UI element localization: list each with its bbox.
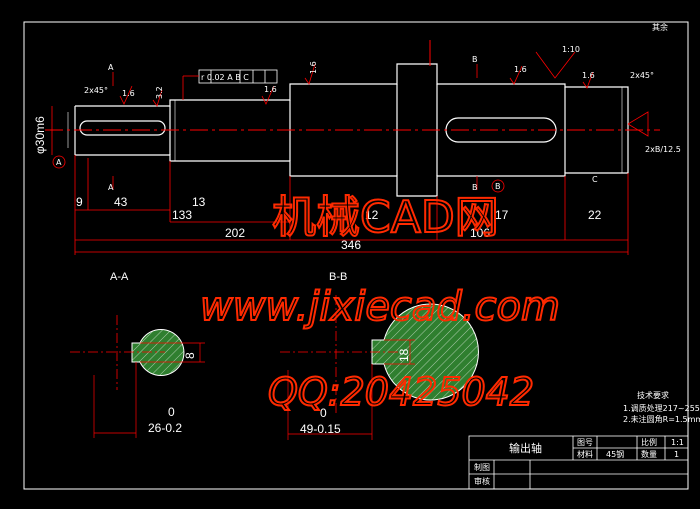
section-aa: [70, 315, 205, 438]
datum-b-label: B: [495, 182, 501, 191]
scale-value: 1:1: [671, 438, 684, 447]
datum-c-label: C: [592, 175, 598, 184]
top-right-note: 其余: [652, 22, 668, 32]
dim-346: 346: [341, 238, 361, 252]
dim-8: 8: [183, 352, 197, 359]
material-label: 材料: [577, 449, 593, 459]
tech-line-2: 2.未注圆角R=1.5mm: [623, 414, 700, 424]
dim-202: 202: [225, 226, 245, 240]
watermark-line-3: QQ:20425042: [268, 370, 534, 414]
chamfer-left-label: 2x45°: [84, 86, 108, 95]
dim-26: 26-0.2: [148, 421, 182, 435]
slope-label: 1:10: [562, 45, 580, 54]
roughness-label-4: 1.6: [514, 65, 527, 74]
drawing-no-label: 图号: [577, 438, 593, 447]
tech-title: 技术要求: [637, 390, 669, 400]
dim-13: 13: [192, 195, 206, 209]
section-mark-b-top: B: [472, 55, 478, 64]
diameter-label: φ30m6: [33, 116, 47, 154]
section-bb: [280, 295, 479, 440]
dim-49-top: 0: [320, 406, 327, 420]
part-name: 输出轴: [509, 441, 542, 455]
tolerance-frame: r 0.02 A B C: [182, 69, 278, 100]
roughness-symbols: [119, 51, 649, 137]
section-mark-a-top: A: [108, 63, 114, 72]
dim-26-top: 0: [168, 405, 175, 419]
watermark-line-1: 机械CAD网: [272, 192, 499, 243]
dim-12: 12: [365, 208, 379, 222]
checked-label: 审核: [474, 476, 490, 486]
drawing-border: [23, 21, 689, 490]
watermark-line-2: www.jixiecad.com: [200, 284, 560, 330]
section-bb-title: B-B: [329, 271, 347, 283]
qty-label: 数量: [641, 449, 657, 459]
dim-49: 49-0.15: [300, 422, 341, 436]
dimension-lines: [51, 64, 629, 255]
dim-22: 22: [588, 208, 602, 222]
dim-9: 9: [76, 195, 83, 209]
datum-a-label: A: [56, 158, 62, 167]
chamfer-right-label: 2x45°: [630, 71, 654, 80]
dim-106: 106: [470, 226, 490, 240]
datum-b-circle: [491, 179, 505, 193]
tolerance-frame-text: r 0.02 A B C: [201, 73, 249, 82]
qty-value: 1: [674, 450, 679, 459]
center-hole-label: 2xB/12.5: [645, 145, 681, 154]
scale-label: 比例: [641, 437, 657, 447]
drawn-label: 制图: [474, 462, 490, 472]
title-block: [468, 435, 689, 490]
dim-18: 18: [397, 348, 411, 362]
roughness-label-3: 1.6: [309, 61, 318, 74]
dim-17: 17: [495, 208, 509, 222]
dim-133: 133: [172, 208, 192, 222]
section-mark-a-bottom: A: [108, 183, 114, 192]
section-mark-b-bottom: B: [472, 183, 478, 192]
datum-a-circle: [52, 155, 66, 169]
dim-43: 43: [114, 195, 128, 209]
roughness-label-1: 1.6: [122, 89, 135, 98]
section-aa-title: A-A: [110, 271, 129, 283]
roughness-label-32: 3.2: [155, 86, 164, 99]
tech-line-1: 1.调质处理217~255HBS.: [623, 403, 700, 413]
roughness-label-5: 1.6: [582, 71, 595, 80]
material-value: 45钢: [606, 449, 624, 459]
roughness-label-2: 1.6: [264, 85, 277, 94]
